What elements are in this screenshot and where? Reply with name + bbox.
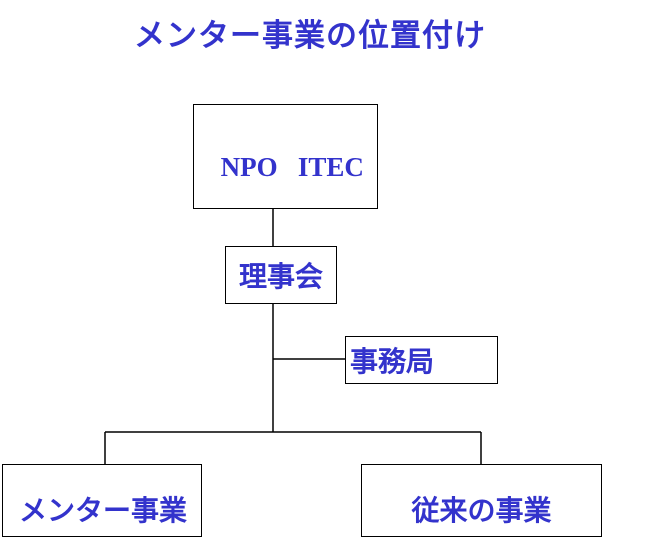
diagram-title: メンター事業の位置付け [134, 18, 486, 54]
node-board-label: 理事会 [238, 260, 323, 293]
node-npo-itec-label: NPO ITEC [220, 152, 364, 182]
node-mentor-business: メンター事業 [2, 464, 202, 537]
node-office: 事務局 [345, 336, 498, 384]
node-office-label: 事務局 [350, 345, 435, 378]
node-mentor-business-label: メンター事業 [19, 494, 188, 527]
node-board: 理事会 [225, 246, 337, 304]
node-legacy-business: 従来の事業 [361, 464, 602, 537]
node-npo-itec: NPO ITEC [193, 104, 378, 209]
node-legacy-business-label: 従来の事業 [411, 494, 552, 527]
